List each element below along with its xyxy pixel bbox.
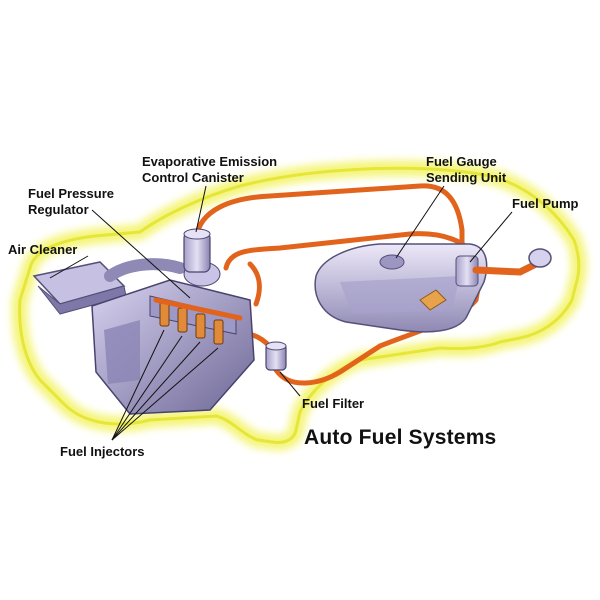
leader-fuel-pump (469, 211, 513, 263)
fuel-pump (455, 248, 552, 287)
leader-fuel-filter (279, 371, 301, 397)
leader-fuel-pressure (91, 209, 191, 299)
fuel-injectors (153, 297, 243, 345)
fuel-rail (153, 297, 243, 321)
label-evaporative-canister: Evaporative Emission Control Canister (142, 154, 277, 186)
float-icon (419, 289, 447, 311)
diagram-title: Auto Fuel Systems (304, 426, 497, 449)
evaporative-canister (183, 228, 211, 273)
sending-unit (379, 254, 405, 270)
fuel-filter (265, 341, 287, 371)
label-fuel-pressure-regulator: Fuel Pressure Regulator (28, 186, 114, 218)
fuel-line-upper (193, 183, 465, 265)
label-fuel-pump: Fuel Pump (512, 196, 578, 212)
label-fuel-filter: Fuel Filter (302, 396, 364, 412)
leader-injector-1 (111, 329, 165, 441)
leader-evaporative (195, 185, 207, 233)
label-fuel-gauge-line1: Fuel Gauge (426, 154, 497, 169)
label-fuel-gauge-line2: Sending Unit (426, 170, 507, 185)
leader-air-cleaner (49, 255, 89, 279)
car-body-outline (11, 160, 587, 451)
leader-lines (49, 185, 513, 441)
label-fuel-injectors-text: Fuel Injectors (60, 444, 145, 459)
fuel-tank (314, 243, 488, 333)
label-air-cleaner: Air Cleaner (8, 242, 77, 258)
injector-4 (213, 319, 224, 345)
injector-3 (195, 313, 206, 339)
label-fuel-pump-text: Fuel Pump (512, 196, 579, 211)
fuel-line-rail (247, 261, 262, 307)
injector-1 (159, 301, 170, 327)
leader-fuel-gauge (395, 185, 445, 259)
label-evaporative-line2: Control Canister (142, 170, 244, 185)
label-fuel-pressure-line1: Fuel Pressure (28, 186, 114, 201)
injector-2 (177, 307, 188, 333)
leader-injector-2 (111, 335, 183, 441)
label-evaporative-line1: Evaporative Emission (142, 154, 278, 169)
filler-cap (528, 248, 552, 268)
label-fuel-pressure-line2: Regulator (28, 202, 89, 217)
air-cleaner (32, 258, 186, 315)
label-fuel-filter-text: Fuel Filter (302, 396, 365, 411)
label-fuel-injectors: Fuel Injectors (60, 444, 145, 460)
leader-injector-4 (111, 347, 219, 441)
leader-injector-3 (111, 341, 201, 441)
label-air-cleaner-text: Air Cleaner (8, 242, 78, 257)
label-fuel-gauge-sending-unit: Fuel Gauge Sending Unit (426, 154, 506, 186)
